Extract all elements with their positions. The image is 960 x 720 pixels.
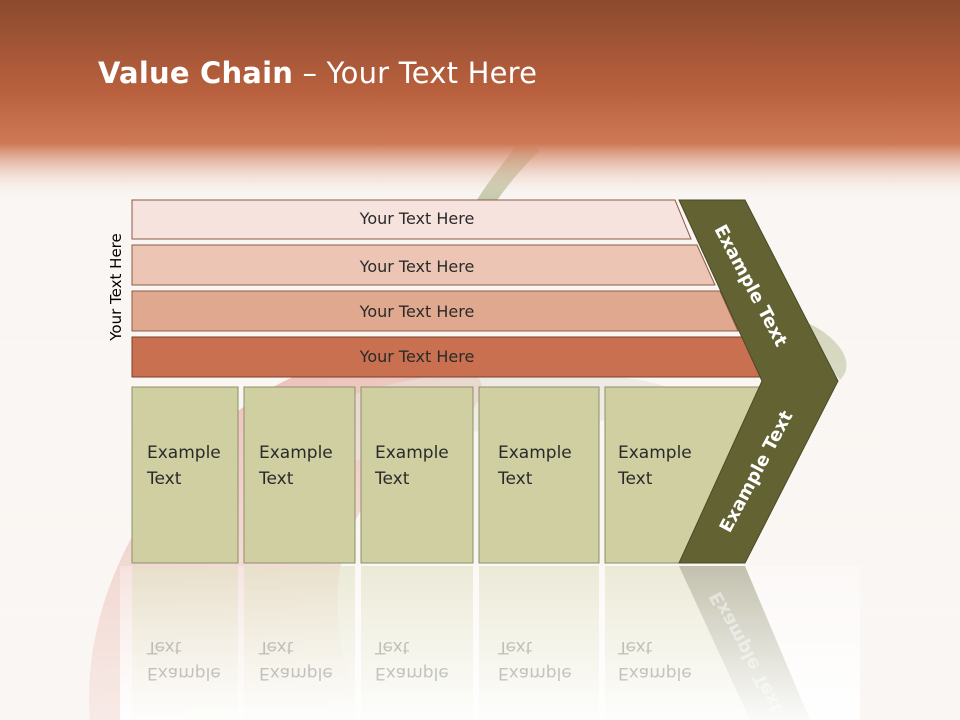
title-rest: – Your Text Here <box>293 56 538 90</box>
column-label: Example Text <box>498 443 572 489</box>
column-label-reflection: Example Text <box>375 637 449 683</box>
column-label-reflection: Example Text <box>498 637 572 683</box>
column-box <box>243 386 356 564</box>
side-label: Your Text Here <box>107 233 125 341</box>
row-label: Your Text Here <box>359 302 475 321</box>
slide-title: Value Chain – Your Text Here <box>98 56 537 90</box>
row-label: Your Text Here <box>359 209 475 228</box>
title-bold: Value Chain <box>98 56 294 90</box>
row-label: Your Text Here <box>359 347 475 366</box>
header-band <box>0 0 960 200</box>
column-label: Example Text <box>618 443 692 489</box>
row-bar <box>131 199 692 240</box>
row-bar <box>131 244 716 286</box>
column-box <box>478 386 600 564</box>
column-box <box>131 386 239 564</box>
column-label-reflection: Example Text <box>259 637 333 683</box>
column-label: Example Text <box>147 443 221 489</box>
column-box <box>360 386 474 564</box>
column-label-reflection: Example Text <box>618 637 692 683</box>
row-label: Your Text Here <box>359 257 475 276</box>
row-bar <box>131 290 739 332</box>
column-label: Example Text <box>375 443 449 489</box>
column-label-reflection: Example Text <box>147 637 221 683</box>
chevron-arrow <box>678 199 839 564</box>
column-label: Example Text <box>259 443 333 489</box>
